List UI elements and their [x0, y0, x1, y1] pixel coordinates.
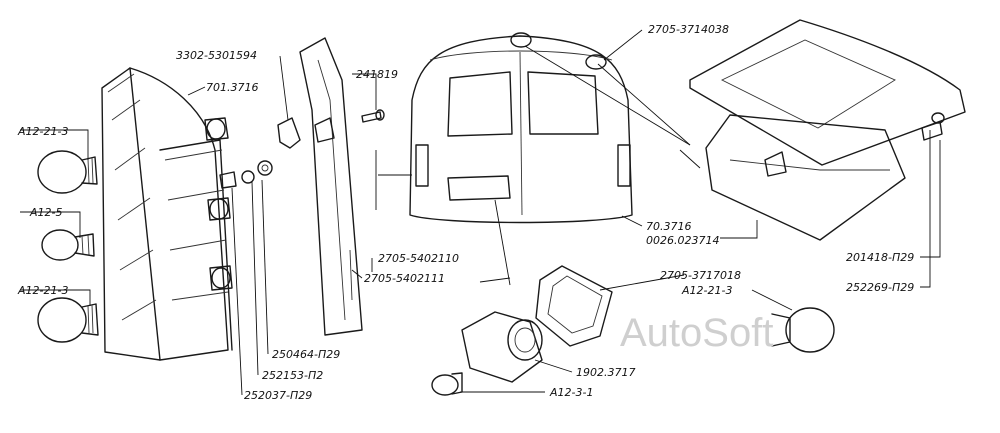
high-mount-lamp-cover: [689, 19, 966, 241]
label-252037-p29: 252037-П29: [244, 389, 312, 402]
label-252153-p2: 252153-П2: [262, 369, 323, 382]
bulb-a12-21-3-top: [37, 150, 98, 194]
bulb-a12-5: [41, 229, 95, 261]
bulb-a12-21-3-right: [771, 307, 835, 353]
van-rear-view: [409, 32, 633, 224]
label-241819: 241819: [356, 68, 398, 81]
lamp-sockets: [204, 117, 233, 291]
bulb-a12-21-3-bottom: [37, 297, 99, 343]
clip-3302: [277, 117, 301, 149]
label-2705-5402110: 2705-5402110: [378, 252, 459, 265]
label-701-3716: 701.3716: [206, 81, 259, 94]
watermark-autosoft: AutoSoft: [620, 311, 773, 355]
label-2705-3717018: 2705-3717018: [660, 269, 741, 282]
rear-lamp-housing: [101, 67, 233, 361]
label-a12-5: A12-5: [29, 206, 63, 219]
pillar-panel: [299, 37, 363, 336]
leader-lines: [20, 29, 941, 396]
label-250464-p29: 250464-П29: [272, 348, 340, 361]
label-252269-p29: 252269-П29: [846, 281, 914, 294]
label-201418-p29: 201418-П29: [846, 251, 914, 264]
label-0026-023714: 0026.023714: [646, 234, 719, 247]
label-2705-3714038: 2705-3714038: [648, 23, 729, 36]
nut-washer-set: [219, 160, 273, 189]
license-lamp-gasket: [535, 265, 613, 347]
label-70-3716: 70.3716: [646, 220, 692, 233]
bulb-a12-3-1: [431, 372, 463, 396]
label-3302-5301594: 3302-5301594: [176, 49, 257, 62]
label-1902-3717: 1902.3717: [576, 366, 636, 379]
label-2705-5402111: 2705-5402111: [364, 272, 445, 285]
label-a12-3-1: A12-3-1: [549, 386, 593, 399]
label-a12-21-3-bottom: A12-21-3: [17, 284, 68, 297]
screw-201418: [921, 112, 945, 141]
license-lamp-1902: [461, 311, 543, 383]
label-a12-21-3-top: A12-21-3: [17, 125, 68, 138]
label-a12-21-3-right: A12-21-3: [681, 284, 732, 297]
screw-241819: [361, 109, 385, 123]
